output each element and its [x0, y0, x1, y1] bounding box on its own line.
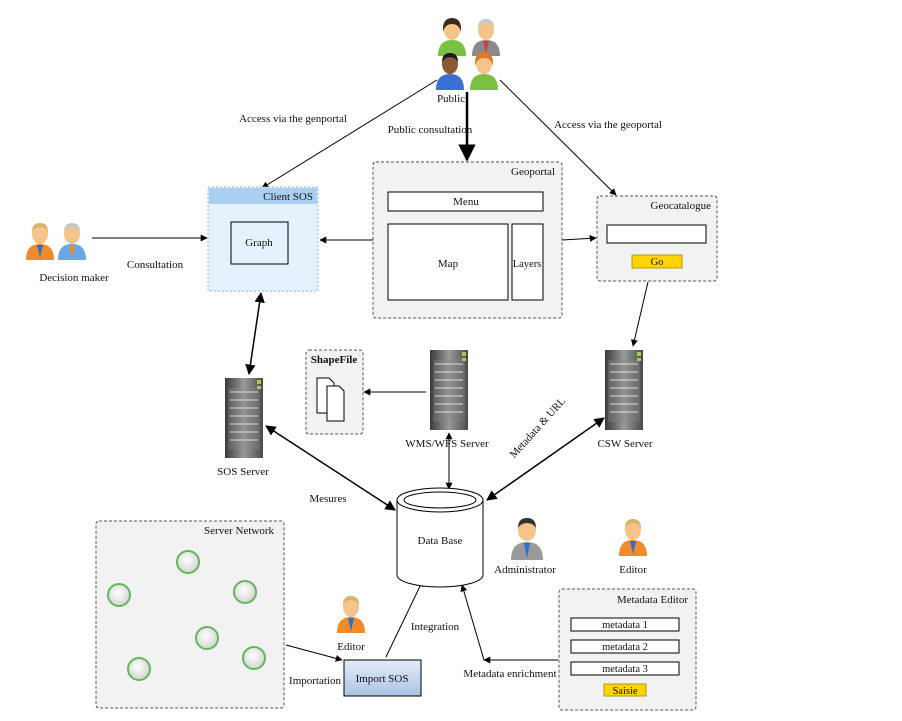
metadata-editor-panel: Metadata Editor metadata 1 metadata 2 me…	[558, 588, 697, 711]
edge-csw-db	[486, 417, 605, 501]
network-nodes	[107, 550, 266, 681]
geoportal-map[interactable]	[387, 223, 509, 301]
client-sos-panel: Client SOS Graph	[207, 186, 319, 292]
geoportal-panel: Geoportal Menu Map Layers	[372, 161, 563, 319]
graph-box	[230, 221, 289, 265]
consultation-label: Consultation	[127, 259, 184, 271]
edge-geocatalogue-csw	[631, 281, 649, 347]
geocatalogue-go-button[interactable]	[631, 254, 683, 269]
public-consultation-label: Public consultation	[388, 124, 473, 136]
edge-sos-db	[265, 425, 396, 511]
geoportal-title: Geoportal	[511, 166, 555, 178]
saisie-button[interactable]	[603, 683, 647, 697]
administrator-icon	[511, 518, 543, 560]
metadata-item-2-label: metadata 2	[602, 642, 648, 653]
metadata-item-1-label: metadata 1	[602, 620, 648, 631]
csw-server-label: CSW Server	[597, 438, 652, 450]
database-label: Data Base	[418, 535, 463, 547]
sos-server-label: SOS Server	[217, 466, 269, 478]
access-genportal-label: Access via the genportal	[239, 113, 347, 125]
administrator-label: Administrator	[494, 564, 556, 576]
network-node	[127, 657, 151, 681]
importation-label: Importation	[289, 675, 341, 687]
wms-server-icon	[429, 349, 469, 431]
shapefile-panel: ShapeFile	[305, 349, 364, 435]
geoportal-layers-label: Layers	[513, 259, 542, 270]
public-person-3	[436, 53, 464, 90]
public-label: Public	[437, 93, 465, 105]
documents-icon	[316, 377, 345, 422]
metadata-enrichment-label: Metadata enrichment	[463, 668, 556, 680]
geoportal-map-label: Map	[438, 258, 459, 270]
server-network-panel: Server Network	[95, 520, 285, 709]
graph-label: Graph	[245, 237, 273, 249]
decision-maker-icon	[26, 223, 86, 260]
metadata-item-3-label: metadata 3	[602, 664, 648, 675]
network-node	[107, 583, 131, 607]
public-group	[436, 18, 500, 90]
public-person-4	[470, 52, 498, 90]
edge-public-client	[261, 79, 438, 189]
access-geoportal-label: Access via the geoportal	[554, 119, 662, 131]
geoportal-menu-label: Menu	[453, 196, 479, 208]
import-sos-box[interactable]: Import SOS	[343, 659, 422, 697]
editor-bottom-icon	[337, 596, 365, 633]
network-node	[233, 580, 257, 604]
import-sos-label: Import SOS	[356, 673, 409, 685]
connectors	[92, 79, 649, 664]
geocatalogue-go-label: Go	[651, 257, 664, 268]
geocatalogue-title: Geocatalogue	[651, 200, 712, 212]
database-icon	[396, 487, 484, 588]
metadata-item-2[interactable]	[570, 639, 680, 654]
edge-client-sos	[245, 291, 265, 376]
network-node	[242, 646, 266, 670]
geoportal-menu[interactable]	[387, 191, 544, 212]
metadata-item-1[interactable]	[570, 617, 680, 632]
wms-server-label: WMS/WFS Server	[405, 438, 489, 450]
edge-import-db	[385, 579, 424, 658]
server-network-title: Server Network	[204, 525, 274, 537]
csw-server-icon	[604, 349, 644, 431]
integration-label: Integration	[411, 621, 460, 633]
editor-bottom-label: Editor	[337, 641, 365, 653]
geocatalogue-panel: Geocatalogue Go	[596, 195, 718, 282]
edge-network-import	[285, 644, 343, 662]
editor-top-label: Editor	[619, 564, 647, 576]
public-person-1	[438, 18, 466, 56]
mesures-label: Mesures	[309, 493, 346, 505]
public-person-2	[472, 19, 500, 56]
edge-public-geocatalogue	[499, 79, 617, 196]
edge-geoportal-geocatalogue	[561, 234, 597, 242]
sos-server-icon	[224, 377, 264, 459]
geoportal-layers[interactable]	[511, 223, 544, 301]
network-node	[195, 626, 219, 650]
client-sos-title: Client SOS	[263, 191, 313, 203]
metadata-item-3[interactable]	[570, 661, 680, 676]
decision-maker-label: Decision maker	[39, 272, 109, 284]
shapefile-title: ShapeFile	[311, 354, 358, 366]
saisie-button-label: Saisie	[612, 686, 637, 697]
metadata-url-label: Metadata & URL	[508, 395, 569, 460]
geocatalogue-search-input[interactable]	[606, 224, 707, 244]
metadata-editor-title: Metadata Editor	[617, 594, 689, 606]
editor-top-icon	[619, 519, 647, 556]
network-node	[176, 550, 200, 574]
